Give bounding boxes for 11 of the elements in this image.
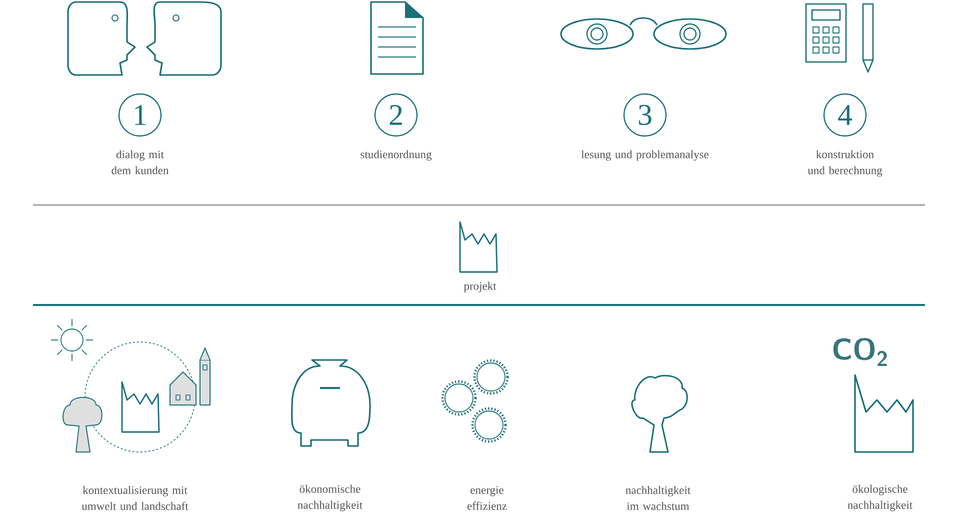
caption: ökonomische nachhaltigkeit	[298, 484, 363, 512]
node-label: studienordnung	[360, 150, 432, 161]
caption: kontextualisierung mit umwelt und landschaft	[82, 486, 188, 510]
node-label: dialog mit dem kunden	[112, 150, 169, 174]
caption: ökologische nachhaltigkeit	[848, 484, 912, 512]
caption: nachhaltigkeit im wachstum	[626, 486, 691, 510]
node-label: lesung und problemanalyse	[581, 150, 708, 161]
caption: energie effizienz	[467, 486, 507, 510]
caption: projekt	[464, 282, 496, 292]
co2-label: CO$_{2}$	[833, 338, 887, 366]
node-label: konstruktion und berechnung	[808, 150, 882, 177]
